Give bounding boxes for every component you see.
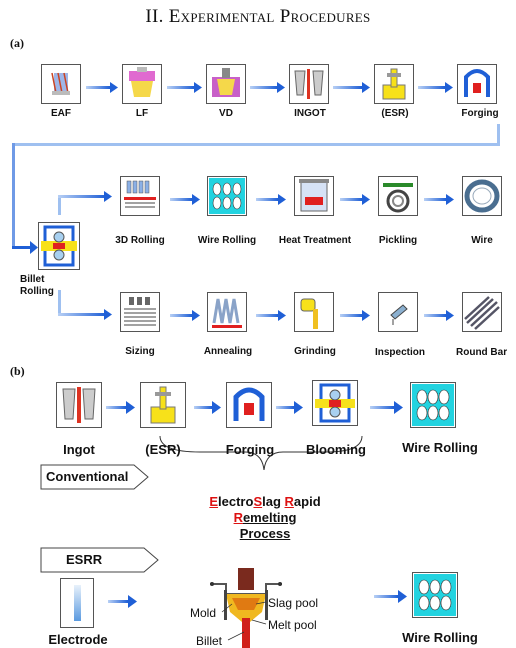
mold-label: Mold: [190, 606, 217, 620]
eaf-box: [41, 64, 81, 104]
vd-box: [206, 64, 246, 104]
3d-rolling-label: 3D Rolling: [115, 235, 165, 246]
esrr-wire-rolling-label: Wire Rolling: [402, 630, 478, 645]
esrr-title-lag: lag: [262, 494, 285, 509]
pickling-label: Pickling: [378, 235, 418, 246]
slag-pool-label: Slag pool: [268, 596, 319, 610]
conventional-tag-label: Conventional: [46, 469, 129, 484]
pickling-box: [378, 176, 418, 216]
forging-box: [457, 64, 497, 104]
eaf-label: EAF: [51, 108, 71, 119]
esrr-tag: [40, 547, 159, 573]
b-wire-rolling-box: [410, 382, 456, 428]
round-bar-box: [462, 292, 502, 332]
forging-label: Forging: [461, 108, 499, 119]
esrr-tag-label: ESRR: [66, 552, 103, 567]
annealing-label: Annealing: [203, 346, 253, 357]
b-esr-label: (ESR): [145, 442, 181, 457]
billet-rolling-label: Billet Rolling: [20, 274, 54, 297]
wire-label: Wire: [471, 235, 493, 246]
vd-label: VD: [219, 108, 233, 119]
lf-label: LF: [135, 108, 149, 119]
b-blooming-label: Blooming: [306, 442, 366, 457]
inspection-box: [378, 292, 418, 332]
part-a-label: (a): [10, 36, 24, 50]
inspection-label: Inspection: [374, 347, 425, 358]
grinding-box: [294, 292, 334, 332]
ingot-box: [289, 64, 329, 104]
esr-label: (ESR): [381, 108, 409, 119]
3d-rolling-box: [120, 176, 160, 216]
part-b-label: (b): [10, 364, 25, 378]
annealing-box: [207, 292, 247, 332]
b-ingot-label: Ingot: [63, 442, 95, 457]
b-forging-label: Forging: [225, 442, 275, 457]
esrr-wire-rolling-box: [412, 572, 458, 618]
esrr-title-apid: apid: [293, 494, 321, 509]
esrr-process-title: ElectroSlag Rapid Remelting Process: [180, 494, 350, 542]
b-forging-box: [226, 382, 272, 428]
sizing-label: Sizing: [125, 346, 155, 357]
b-wire-rolling-label: Wire Rolling: [402, 440, 478, 455]
billet-label: Billet: [196, 634, 223, 648]
heat-treatment-label: Heat Treatment: [278, 235, 352, 246]
wire-rolling-box: [207, 176, 247, 216]
wire-box: [462, 176, 502, 216]
round-bar-label: Round Bar: [456, 347, 508, 358]
grinding-label: Grinding: [294, 346, 336, 357]
esrr-title-r: R: [284, 494, 294, 509]
esrr-title-e: E: [209, 494, 219, 509]
esrr-apparatus: [210, 568, 282, 648]
b-esr-box: [140, 382, 186, 428]
esrr-title-lectro: lectro: [218, 494, 254, 509]
conventional-tag: [40, 464, 149, 490]
wire-rolling-label: Wire Rolling: [197, 235, 257, 246]
b-ingot-box: [56, 382, 102, 428]
esr-box: [374, 64, 414, 104]
sizing-box: [120, 292, 160, 332]
electrode-label: Electrode: [48, 632, 108, 647]
melt-pool-label: Melt pool: [268, 618, 317, 632]
section-heading: II. Experimental Procedures: [145, 6, 371, 27]
esrr-title-emelting: emelting: [242, 510, 297, 525]
esrr-title-s: S: [253, 494, 263, 509]
esrr-title-process: Process: [239, 526, 291, 541]
b-blooming-box: [312, 380, 358, 426]
ingot-label: INGOT: [294, 108, 326, 119]
lf-box: [122, 64, 162, 104]
esrr-title-r2: R: [233, 510, 243, 525]
electrode-box: [60, 578, 94, 628]
billet-rolling-box: [38, 222, 80, 270]
heat-treatment-box: [294, 176, 334, 216]
